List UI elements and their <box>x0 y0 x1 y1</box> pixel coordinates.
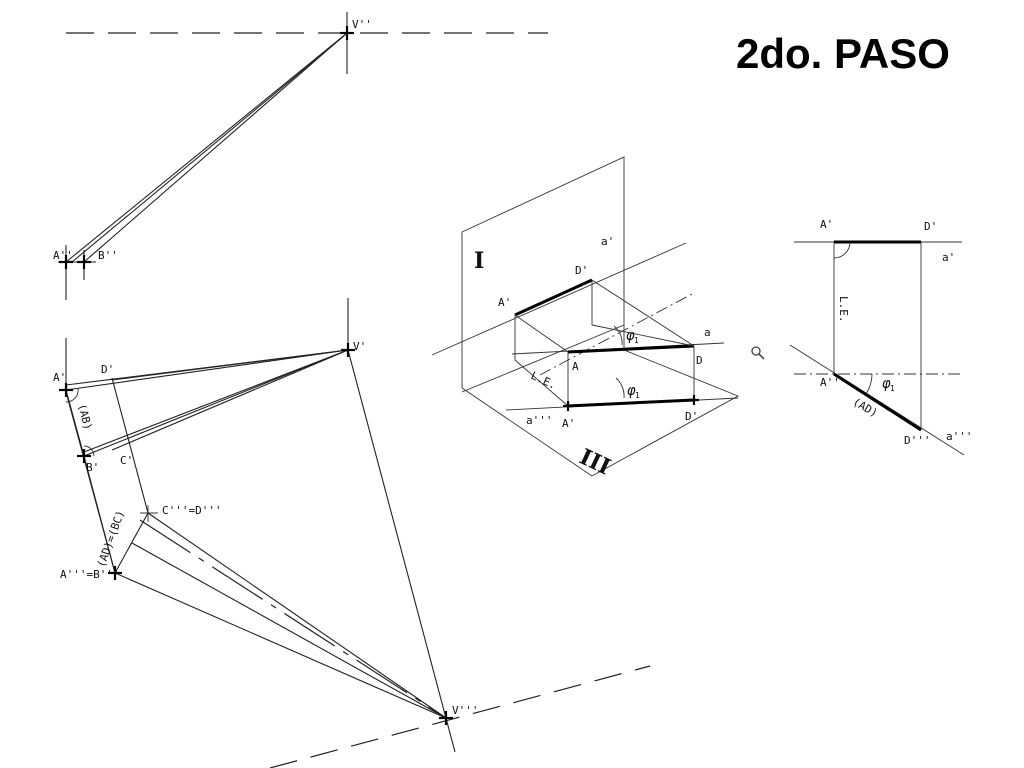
label-b1: B' <box>86 461 99 474</box>
label-iso-A: A <box>572 360 579 373</box>
v2-mid-line <box>71 35 345 263</box>
a3-point-marker <box>108 566 122 580</box>
a2-point-marker <box>59 255 73 269</box>
plane-1-outline <box>461 156 625 388</box>
label-iso-d-prime-bot: D' <box>685 410 698 423</box>
bottom-horizon-line <box>269 665 651 768</box>
label-iso-D: D <box>696 354 703 367</box>
label-iso-phi-bot-sub: 1 <box>635 391 640 400</box>
label-iso-plane1: I <box>474 248 484 274</box>
v2-point-marker <box>340 26 354 40</box>
iso-angle-arc-bot <box>615 377 625 399</box>
label-rv-a2: A'' <box>820 376 840 389</box>
rv-ad-bold <box>833 372 922 432</box>
label-iso-a-prime: A' <box>498 296 511 309</box>
a1-a3-line <box>65 391 116 574</box>
mid-v3-line <box>131 542 447 719</box>
iso-proj-7 <box>514 359 569 407</box>
iso-angle-arc-top <box>613 325 623 346</box>
b1-angle-arc <box>83 445 95 457</box>
label-rv-a-line: a' <box>942 251 955 264</box>
v1-c1-line <box>111 349 349 451</box>
label-rv-a3: a''' <box>946 430 973 443</box>
iso-a-prime-marker <box>563 401 573 411</box>
search-icon[interactable] <box>751 346 765 360</box>
label-iso-a-prime-top: a' <box>601 235 614 248</box>
label-rv-phi: φ <box>882 376 891 392</box>
label-a1: A' <box>53 371 66 384</box>
plane-intersection-line <box>461 324 625 393</box>
rv-angle-arc-bot <box>865 373 873 395</box>
a3-cd3-line <box>114 512 149 574</box>
label-iso-phi-bot: φ <box>627 383 636 399</box>
cd3-v3-line <box>147 512 447 719</box>
v1-d1-line <box>111 349 349 381</box>
label-iso-a3: a''' <box>526 414 553 427</box>
label-rv-phi-sub: 1 <box>890 384 895 393</box>
plane-3-outline <box>461 349 740 477</box>
label-iso-d-prime-top: D' <box>575 264 588 277</box>
iso-proj-2 <box>514 314 569 353</box>
label-v2: V'' <box>352 18 372 31</box>
v3-point-marker <box>439 711 453 725</box>
label-rv-a1: A' <box>820 218 833 231</box>
label-a2: A'' <box>53 249 73 262</box>
d1-c1-line <box>111 377 149 514</box>
v1-b1-line-2 <box>83 349 349 453</box>
b2-point-marker <box>77 255 91 269</box>
iso-ad-line <box>567 344 695 354</box>
iso-dashdot-line <box>539 293 693 376</box>
iso-ad-prime-bot <box>567 398 695 408</box>
label-iso-phi-top-sub: 1 <box>634 336 639 345</box>
iso-a-prime-line <box>431 242 687 356</box>
label-c1: C' <box>120 454 133 467</box>
label-rv-d1: D' <box>924 220 937 233</box>
iso-ad-prime-top <box>514 278 593 317</box>
iso-proj-8 <box>591 324 695 347</box>
label-iso-plane3: III <box>575 444 614 481</box>
label-b2: B'' <box>98 249 118 262</box>
iso-proj-4 <box>591 279 695 347</box>
iso-d-prime-marker <box>689 395 699 405</box>
label-rv-le: L.E. <box>837 296 850 323</box>
label-cd3: C'''=D''' <box>162 504 222 517</box>
a1-angle-arc <box>65 387 79 403</box>
v1-point-marker <box>341 343 355 357</box>
v2-b2-line <box>83 32 348 263</box>
b1-point-marker <box>77 449 91 463</box>
a1-point-marker <box>59 383 73 397</box>
label-iso-le: L.E. <box>529 369 559 392</box>
a3-v3-line <box>114 572 447 719</box>
rv-angle-arc-top <box>833 241 851 259</box>
page-title: 2do. PASO <box>736 30 950 77</box>
label-iso-phi-top: φ <box>626 328 635 344</box>
v1-v3-line <box>347 349 456 753</box>
axis-dash-line <box>139 519 447 719</box>
label-d1: D' <box>101 363 114 376</box>
label-iso-a-line: a <box>704 326 711 339</box>
label-iso-a-prime-bot: A' <box>562 417 575 430</box>
label-v3: V''' <box>452 704 479 717</box>
v2-a2-line <box>65 32 348 263</box>
label-rv-d3: D''' <box>904 434 931 447</box>
label-v1: V' <box>353 340 366 353</box>
label-ab3: A'''=B''' <box>60 568 120 581</box>
label-ab: (AB) <box>75 402 94 431</box>
